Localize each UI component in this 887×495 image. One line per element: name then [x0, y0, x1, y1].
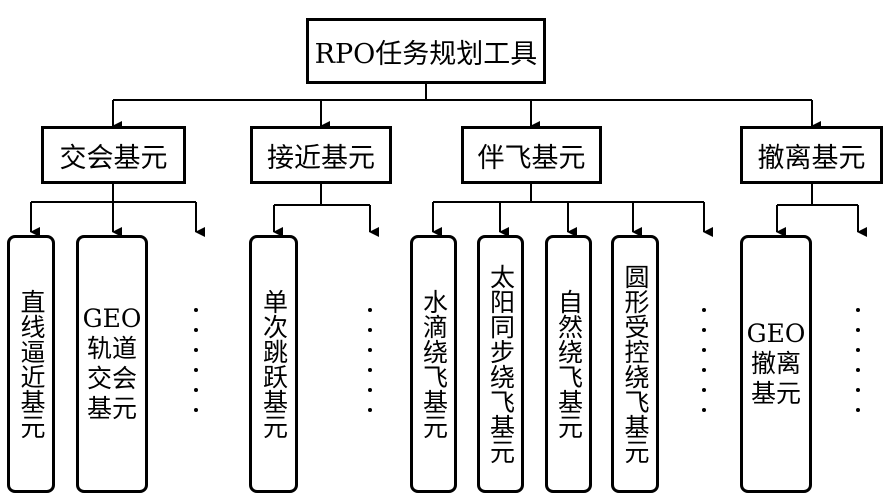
category-label: 交会基元	[59, 142, 168, 174]
category-label: 撤离基元	[757, 142, 866, 174]
leaf-label: 直线逼近基元	[17, 289, 46, 439]
leaf-single-jump: 单次跳跃基元	[249, 235, 298, 493]
category-label: 接近基元	[267, 142, 375, 174]
leaf-label-line: 轨道	[86, 334, 137, 363]
category-exit: 撤离基元	[740, 126, 883, 184]
ellipsis-fly-around	[702, 308, 706, 412]
root-label: RPO任务规划工具	[314, 38, 538, 70]
leaf-label-line: 交会	[86, 364, 137, 393]
ellipsis-rendezvous: ……	[194, 308, 198, 412]
leaf-circular-fly: 圆形受控绕飞基元	[611, 235, 659, 493]
leaf-label-line: 基元	[86, 394, 137, 423]
leaf-waterdrop-fly: 水滴绕飞基元	[410, 235, 457, 493]
leaf-label-line: GEO	[82, 304, 142, 333]
leaf-label-line: GEO	[746, 319, 806, 348]
leaf-label-line: 基元	[750, 379, 801, 408]
category-rendezvous: 交会基元	[41, 126, 186, 184]
root-node: RPO任务规划工具	[306, 18, 546, 84]
leaf-label-line: 撤离	[750, 349, 801, 378]
leaf-sun-sync-fly: 太阳同步绕飞基元	[477, 235, 524, 493]
leaf-label: 圆形受控绕飞基元	[621, 264, 650, 464]
ellipsis-approach	[368, 308, 372, 412]
category-label: 伴飞基元	[477, 142, 586, 174]
leaf-geo-exit: GEO 撤离 基元	[740, 235, 812, 493]
leaf-geo-orbit-rendezvous: GEO 轨道 交会 基元	[76, 235, 148, 493]
category-approach: 接近基元	[250, 126, 392, 184]
leaf-label: 自然绕飞基元	[554, 289, 584, 439]
leaf-natural-fly: 自然绕飞基元	[545, 235, 592, 493]
leaf-label: 单次跳跃基元	[259, 289, 289, 439]
leaf-label: 太阳同步绕飞基元	[486, 264, 516, 464]
leaf-direct-approach: 直线逼近基元	[7, 235, 55, 493]
ellipsis-exit	[856, 308, 860, 412]
category-fly-around: 伴飞基元	[461, 126, 602, 184]
leaf-label: 水滴绕飞基元	[419, 289, 449, 439]
